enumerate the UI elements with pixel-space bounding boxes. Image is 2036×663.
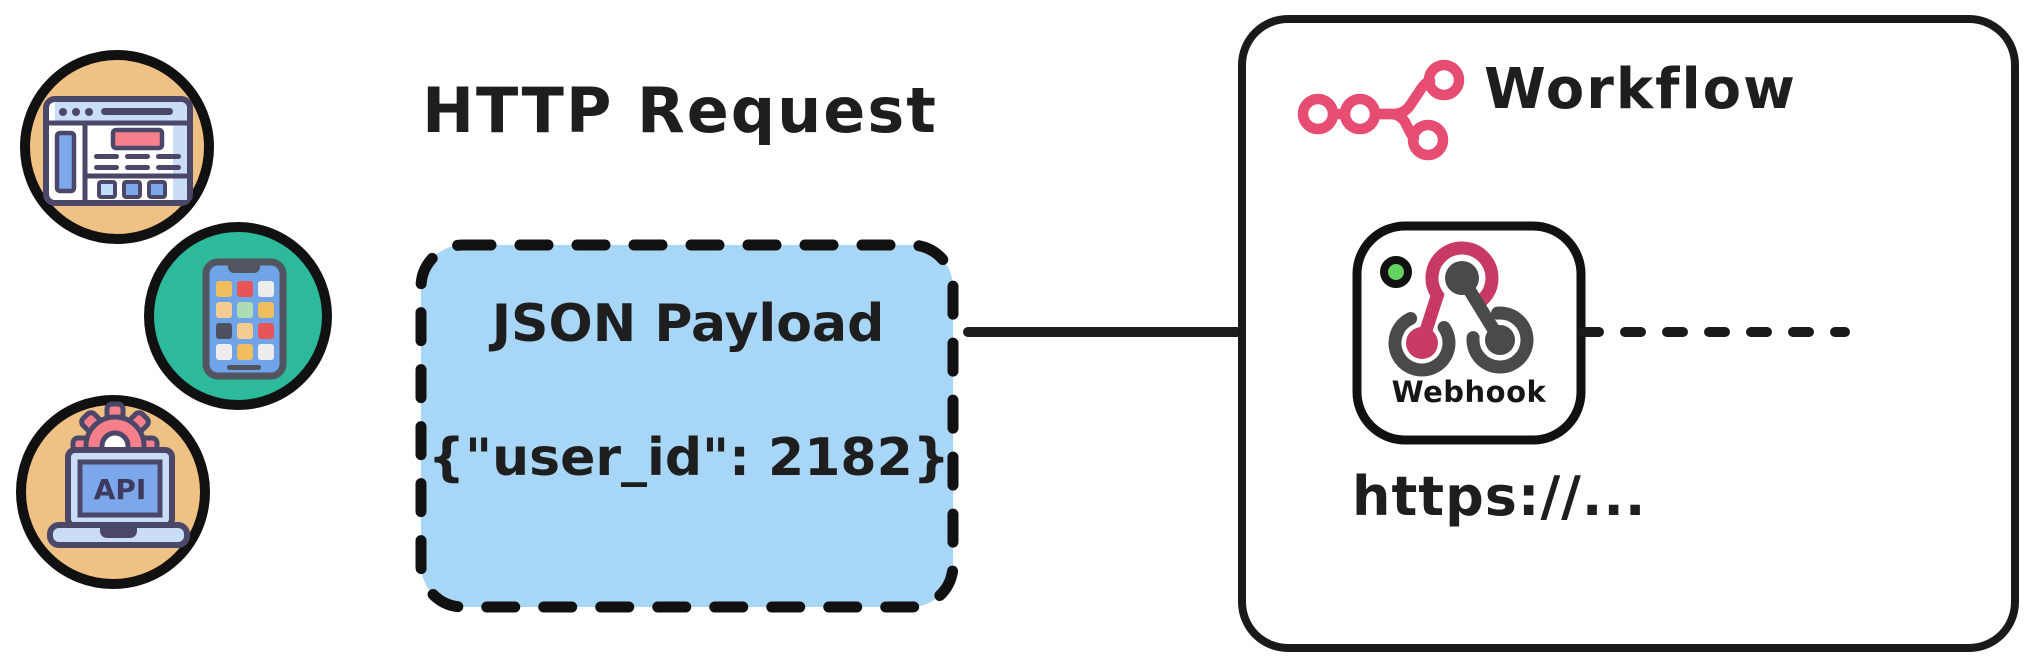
webhook-icon xyxy=(1388,241,1534,377)
mobile-app-icon xyxy=(144,222,332,410)
browser-hero-block xyxy=(110,127,165,151)
browser-dot xyxy=(72,108,80,116)
browser-dot xyxy=(85,108,93,116)
diagram-title: HTTP Request xyxy=(422,74,938,147)
browser-icon xyxy=(20,50,214,244)
n8n-workflow-icon xyxy=(1297,59,1465,161)
api-label: API xyxy=(94,473,147,506)
browser-card xyxy=(97,180,117,199)
browser-dot xyxy=(59,108,67,116)
phone-home-bar xyxy=(227,365,261,370)
webhook-node[interactable] xyxy=(1352,221,1586,445)
phone-app-grid xyxy=(216,281,274,360)
webhook-url: https://... xyxy=(1352,465,1647,528)
laptop-base-notch xyxy=(100,528,137,538)
browser-card xyxy=(122,180,142,199)
phone-notch xyxy=(228,262,260,273)
browser-text-lines xyxy=(94,154,181,170)
browser-card xyxy=(147,180,167,199)
green-status-dot-icon xyxy=(1380,256,1412,288)
workflow-label: Workflow xyxy=(1484,57,1797,122)
payload-json-value: {"user_id": 2182} xyxy=(428,428,950,488)
payload-title: JSON Payload xyxy=(491,294,885,354)
browser-sidebar-block xyxy=(54,130,77,194)
api-laptop-icon: API xyxy=(16,395,210,589)
browser-urlbar xyxy=(101,108,173,115)
webhook-node-label: Webhook xyxy=(1391,375,1547,409)
laptop-screen xyxy=(77,459,163,518)
json-payload-box xyxy=(415,239,959,613)
